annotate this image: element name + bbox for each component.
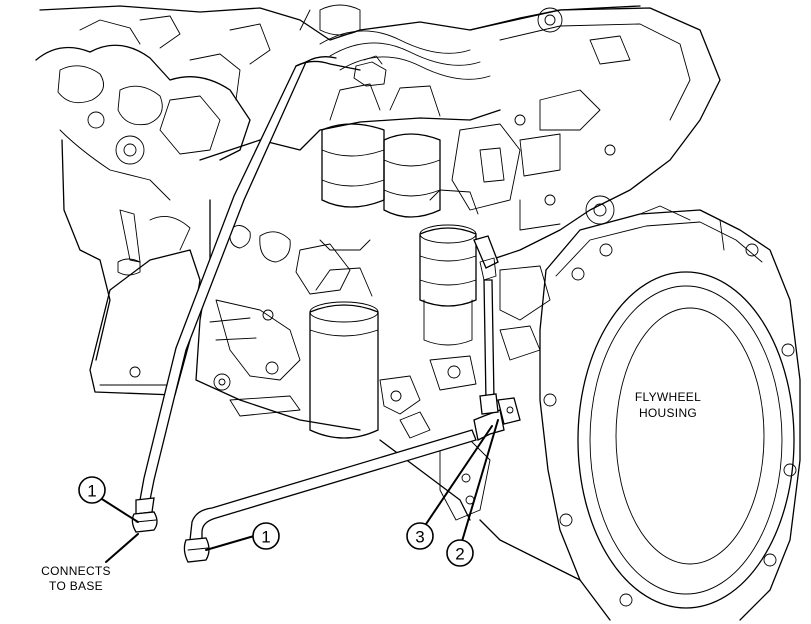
callout-1-lower: 1 [252, 522, 280, 550]
callout-1-upper: 1 [78, 476, 106, 504]
callout-leaders [93, 419, 499, 563]
callout-2-number: 2 [455, 545, 464, 564]
fuel-filter-upper [321, 83, 441, 218]
tube-assembly-lower [183, 235, 521, 563]
callout-1-upper-number: 1 [87, 482, 96, 501]
flywheel-housing [539, 205, 801, 621]
callout-3: 3 [406, 522, 434, 550]
oil-filter [309, 239, 379, 439]
flywheel-housing-label-line1: FLYWHEEL [635, 390, 701, 404]
callout-2: 2 [446, 539, 474, 567]
engine-block [35, 4, 721, 581]
connects-to-base-label-line1: CONNECTS [41, 564, 111, 578]
callout-3-number: 3 [415, 528, 424, 547]
tube-assembly-left [131, 55, 387, 533]
flywheel-housing-label-line2: HOUSING [639, 406, 697, 420]
callout-1-lower-number: 1 [261, 528, 270, 547]
fuel-filter-lower [419, 189, 479, 346]
connects-to-base-label-line2: TO BASE [49, 579, 103, 593]
